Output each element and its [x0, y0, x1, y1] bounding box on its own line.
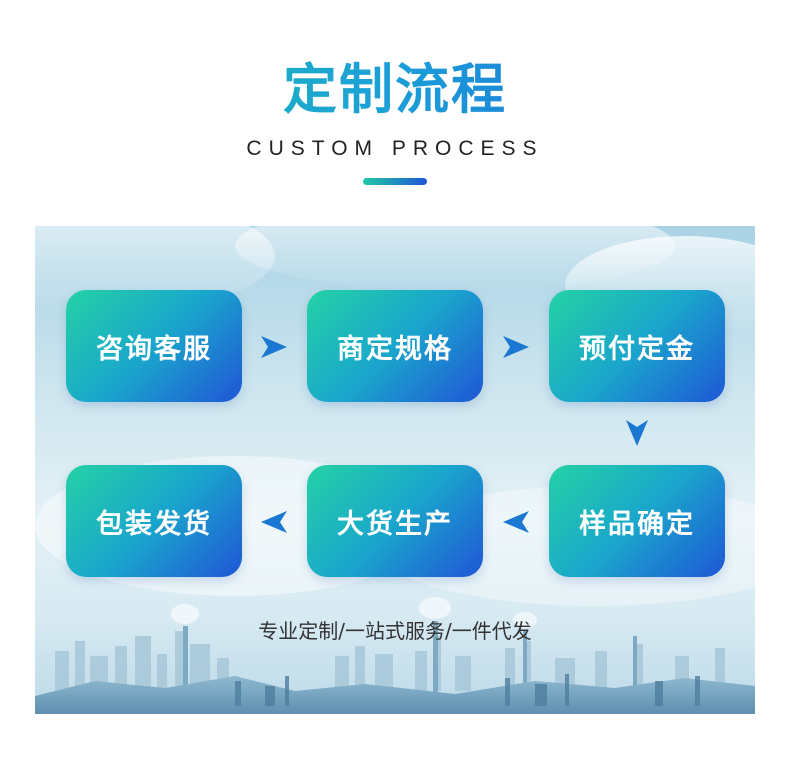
step-packing-shipping: 包装发货 [66, 465, 242, 577]
arrow-right-icon [261, 336, 287, 358]
title-underline [363, 178, 427, 185]
arrow-left-icon [503, 511, 529, 533]
step-prepay-deposit: 预付定金 [549, 290, 725, 402]
page-subtitle: CUSTOM PROCESS [246, 137, 544, 160]
step-consult-service: 咨询客服 [66, 290, 242, 402]
service-tagline: 专业定制/一站式服务/一件代发 [258, 619, 532, 643]
step-label: 预付定金 [579, 333, 695, 365]
arrow-right-icon [503, 336, 529, 358]
step-label: 包装发货 [96, 508, 212, 540]
step-negotiate-specs: 商定规格 [307, 290, 483, 402]
step-label: 大货生产 [337, 508, 453, 540]
step-label: 咨询客服 [96, 333, 212, 365]
arrow-down-icon [626, 420, 648, 446]
step-label: 商定规格 [337, 333, 453, 365]
process-panel: 咨询客服 商定规格 预付定金 包装发货 大货生产 样品确定 专业定制/一站式服务… [35, 226, 755, 714]
page-title: 定制流程 [0, 55, 790, 125]
step-label: 样品确定 [579, 508, 695, 540]
step-mass-production: 大货生产 [307, 465, 483, 577]
arrow-left-icon [261, 511, 287, 533]
step-sample-confirm: 样品确定 [549, 465, 725, 577]
